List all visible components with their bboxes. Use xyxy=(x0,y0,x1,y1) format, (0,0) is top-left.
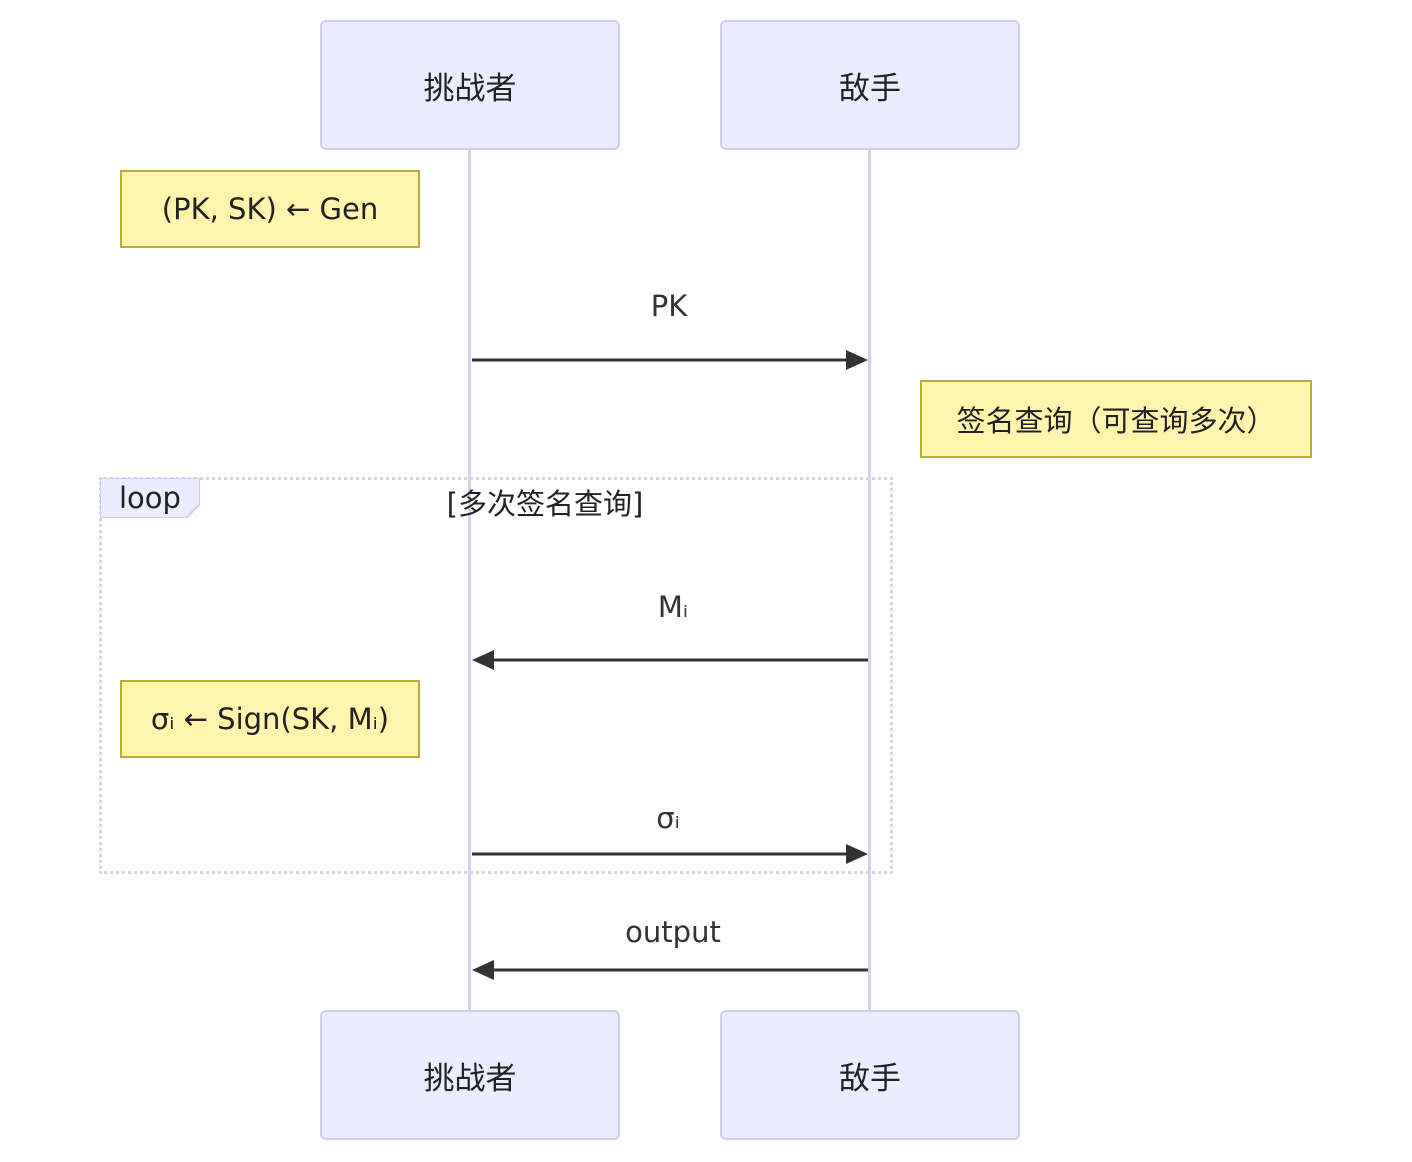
adversary-actor-top: 敌手 xyxy=(720,20,1020,150)
note-sign: σᵢ ← Sign(SK, Mᵢ) xyxy=(120,680,420,758)
adversary-actor-bottom: 敌手 xyxy=(720,1010,1020,1140)
challenger-actor-label: 挑战者 xyxy=(423,70,517,107)
adversary-actor-label: 敌手 xyxy=(839,1060,901,1097)
arrow-output xyxy=(472,960,868,980)
note-sign-text: σᵢ ← Sign(SK, Mᵢ) xyxy=(150,702,390,736)
note-sign-query: 签名查询（可查询多次） xyxy=(920,380,1312,458)
message-label-sigma: σᵢ xyxy=(656,801,680,835)
arrow-mi xyxy=(472,650,868,670)
note-keygen-text: (PK, SK) ← Gen xyxy=(161,192,379,226)
note-keygen: (PK, SK) ← Gen xyxy=(120,170,420,248)
loop-frame xyxy=(99,477,893,874)
challenger-actor-label: 挑战者 xyxy=(423,1060,517,1097)
note-sign-query-text: 签名查询（可查询多次） xyxy=(956,404,1276,438)
adversary-lifeline xyxy=(868,150,871,1010)
loop-tag-shape xyxy=(100,478,200,518)
arrow-pk xyxy=(472,350,868,370)
challenger-lifeline xyxy=(468,150,471,1010)
loop-condition: [多次签名查询] xyxy=(446,487,644,521)
message-label-mi: Mᵢ xyxy=(657,590,689,624)
loop-tag-label: loop xyxy=(119,481,181,515)
adversary-actor-label: 敌手 xyxy=(839,70,901,107)
message-label-pk: PK xyxy=(650,289,688,323)
challenger-actor-top: 挑战者 xyxy=(320,20,620,150)
arrow-sigma xyxy=(472,844,868,864)
challenger-actor-bottom: 挑战者 xyxy=(320,1010,620,1140)
message-label-output: output xyxy=(625,915,721,949)
